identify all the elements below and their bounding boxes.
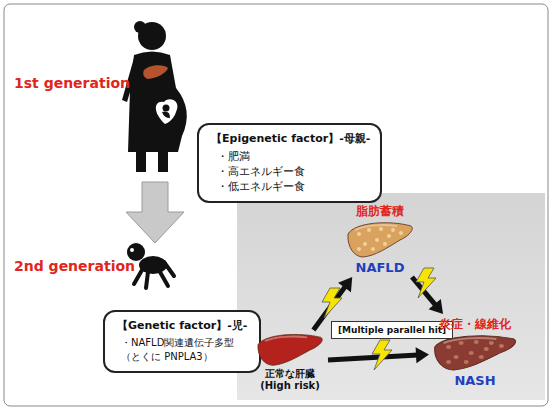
liver-illustration [255, 332, 325, 368]
node-text: ・肥満 [217, 149, 370, 164]
generation-label: 1st generation [14, 75, 130, 91]
lightning-bolt [372, 340, 392, 370]
node-heading: 【Genetic factor】-児- [117, 318, 249, 333]
liver-illustration [431, 333, 519, 373]
node-text: ・高エネルギー食 [217, 164, 370, 179]
node-heading: 炎症・線維化 [439, 316, 511, 333]
lightning-bolt [416, 268, 436, 298]
outer-frame [4, 4, 548, 406]
mother-figure [122, 21, 187, 172]
factor-box: 【Epigenetic factor】-母親- ・肥満・高エネルギー食・低エネルギ… [197, 123, 382, 203]
liver-illustration [345, 220, 415, 260]
node-heading: 脂肪蓄積 [356, 203, 404, 220]
node-heading: 正常な肝臓 (High risk) [254, 368, 326, 392]
hit-box: [Multiple parallel hit] [331, 321, 453, 339]
factor-box: 【Genetic factor】-児- ・NAFLD関連遺伝子多型 （とくに PN… [103, 310, 261, 373]
lightning-bolt [322, 288, 342, 318]
node-heading: 【Epigenetic factor】-母親- [211, 131, 370, 146]
node-heading: [Multiple parallel hit] [338, 325, 446, 335]
node-text: ・低エネルギー食 [217, 179, 370, 194]
fatty-liver: 脂肪蓄積 NAFLD [345, 203, 415, 275]
nash-liver: 炎症・線維化 NASH [431, 316, 519, 388]
node-text: NASH [454, 373, 495, 388]
node-text: NAFLD [356, 260, 405, 275]
normal-liver: 正常な肝臓 (High risk) [254, 332, 326, 392]
generation-label: 2nd generation [14, 258, 135, 274]
node-text: ・NAFLD関連遺伝子多型 （とくに PNPLA3） [121, 336, 249, 364]
generation-arrow [126, 182, 184, 243]
pathology-panel [237, 193, 545, 400]
